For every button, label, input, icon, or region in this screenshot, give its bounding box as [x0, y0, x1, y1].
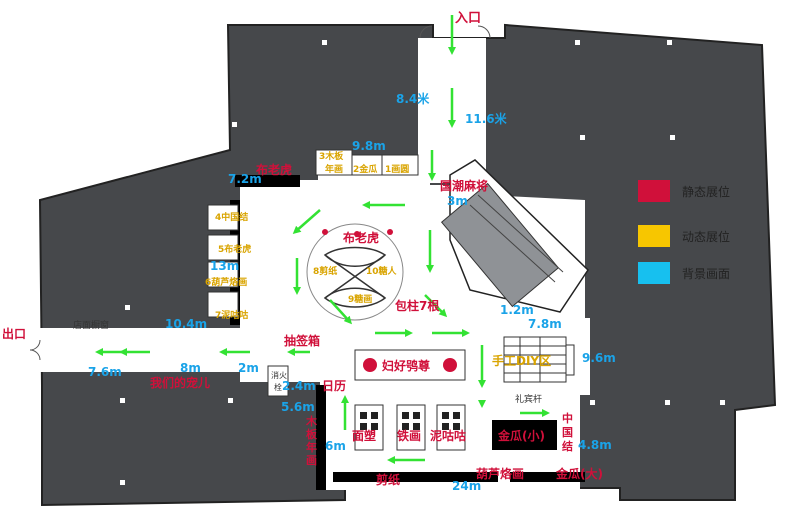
legend-swatch-static	[638, 180, 670, 202]
entrance-label: 入口	[455, 11, 481, 26]
legend-swatch-background	[638, 262, 670, 284]
bulaohu-top: 布老虎	[256, 162, 292, 177]
dim-2: 2m	[238, 361, 259, 375]
our-pets-label: 我们的宠儿	[150, 375, 210, 390]
labels: 入口 出口 8.4米 11.6米 9.8m 7.2m 13m 10.4m 8m …	[2, 11, 616, 493]
dim-8-4: 8.4米	[396, 91, 430, 106]
guochao-label: 国潮麻将	[440, 178, 488, 193]
muban-label-4: 画	[306, 454, 317, 467]
entrance-doors	[419, 25, 491, 39]
item-6-label: 6葫芦烙画	[205, 276, 247, 288]
dim-11-6: 11.6米	[465, 111, 508, 126]
legend-swatch-dynamic	[638, 225, 670, 247]
item-8-label: 8剪纸	[313, 265, 337, 277]
jingua-small-booth	[492, 420, 557, 450]
display-cabinets	[354, 404, 466, 451]
diy-tables	[503, 336, 575, 383]
dim-5-6: 5.6m	[281, 400, 315, 414]
dim-1-2: 1.2m	[500, 303, 534, 317]
jianzhi-label: 剪纸	[376, 472, 400, 487]
dim-24: 24m	[452, 479, 481, 493]
niguguzhan-label: 泥咕咕	[430, 428, 466, 443]
miansu-label: 面塑	[352, 428, 376, 443]
liban-label: 礼宾杆	[515, 393, 542, 405]
dim-2-4: 2.4m	[282, 379, 316, 393]
flow-arrows	[95, 15, 550, 464]
item-9-label: 9糖画	[348, 293, 372, 305]
hulu-label: 葫芦烙画	[476, 466, 524, 481]
exit-label: 出口	[2, 326, 26, 341]
fire-hydrant-label-1: 消火	[271, 370, 287, 380]
dim-4-8: 4.8m	[578, 438, 612, 452]
baozhu-label: 包柱7根	[394, 298, 439, 313]
dim-7-6: 7.6m	[88, 365, 122, 379]
muban-label-2: 板	[306, 427, 318, 441]
jingua-small-label: 金瓜(小)	[497, 428, 545, 443]
legend-label-dynamic: 动态展位	[682, 229, 730, 244]
central-circle	[306, 223, 404, 321]
dim-10-4: 10.4m	[165, 317, 207, 331]
dim-7-8: 7.8m	[528, 317, 562, 331]
dim-6: 6m	[325, 439, 346, 453]
chouqian-label: 抽签箱	[284, 333, 320, 348]
dim-9-6: 9.6m	[582, 351, 616, 365]
item-7-label: 7泥咕咕	[215, 309, 248, 321]
rili-label: 日历	[322, 379, 346, 393]
escalator	[440, 159, 589, 313]
item-5-label: 5布老虎	[218, 243, 251, 255]
goldmelon-2-label: 2金瓜	[353, 163, 377, 175]
cabinet-grids	[360, 412, 460, 430]
shougong-label: 手工DIY区	[492, 353, 551, 368]
dim-3: 3m	[447, 194, 468, 208]
zhongguojie-label-3: 结	[561, 439, 573, 453]
exit-doors	[29, 339, 41, 361]
fuhao-label: 妇好鸮尊	[381, 358, 430, 373]
fire-hydrant-box	[267, 365, 289, 397]
item-10-label: 10糖人	[366, 265, 398, 277]
legend-label-background: 背景画面	[682, 267, 730, 281]
tiehua-label: 铁画	[397, 428, 421, 443]
fuhao-booth	[354, 349, 466, 381]
dim-8: 8m	[180, 361, 201, 375]
item-4-label: 4中国结	[215, 211, 248, 223]
painting-1-label: 1画圆	[385, 164, 409, 175]
dim-9-8: 9.8m	[352, 139, 386, 153]
legend: 静态展位 动态展位 背景画面	[638, 180, 730, 284]
dim-7-2: 7.2m	[228, 172, 262, 186]
zhongguojie-label-2: 国	[562, 426, 573, 439]
jingua-big-label: 金瓜(大)	[555, 466, 603, 481]
legend-label-static: 静态展位	[682, 184, 730, 199]
wood-3-label: 3木板	[319, 150, 344, 162]
top-booths	[315, 149, 419, 176]
fire-hydrant-label-2: 栓	[274, 382, 282, 392]
left-booth-strip	[207, 204, 239, 318]
muban-label-3: 年	[306, 440, 317, 454]
dim-13: 13m	[210, 259, 239, 273]
muban-label-1: 木	[305, 414, 318, 428]
bulaohu-center: 布老虎	[343, 230, 379, 245]
wood-3b-label: 年画	[325, 163, 343, 175]
shop-window-label: 店面橱窗	[73, 319, 109, 331]
zhongguojie-label-1: 中	[562, 411, 573, 425]
